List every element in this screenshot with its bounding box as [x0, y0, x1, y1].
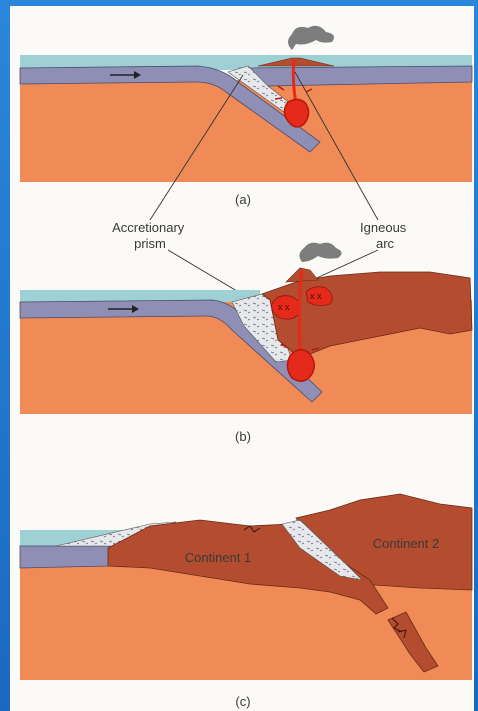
accretionary-prism-label: Accretionary prism [112, 220, 188, 251]
panel-b: x x x x (b) [20, 243, 472, 444]
panel-b-pluton-marks-2: x x [310, 291, 322, 301]
panel-c-oceanic-plate [20, 546, 110, 568]
volcano-smoke-icon [288, 26, 334, 50]
panel-a-overriding-plate [240, 66, 472, 86]
panel-c-caption: (c) [235, 694, 250, 709]
panel-b-pluton-marks: x x [278, 302, 290, 312]
panel-b-caption: (b) [235, 429, 251, 444]
continent-2-label: Continent 2 [373, 536, 440, 551]
panel-c: Continent 1 Continent 2 (c) [20, 494, 472, 709]
continent-1-label: Continent 1 [185, 550, 252, 565]
panel-a: (a) [20, 26, 472, 207]
igneous-arc-label: Igneous arc [360, 220, 410, 251]
panel-b-smoke [299, 243, 341, 262]
panel-a-caption: (a) [235, 192, 251, 207]
panel-b-water [20, 290, 260, 302]
